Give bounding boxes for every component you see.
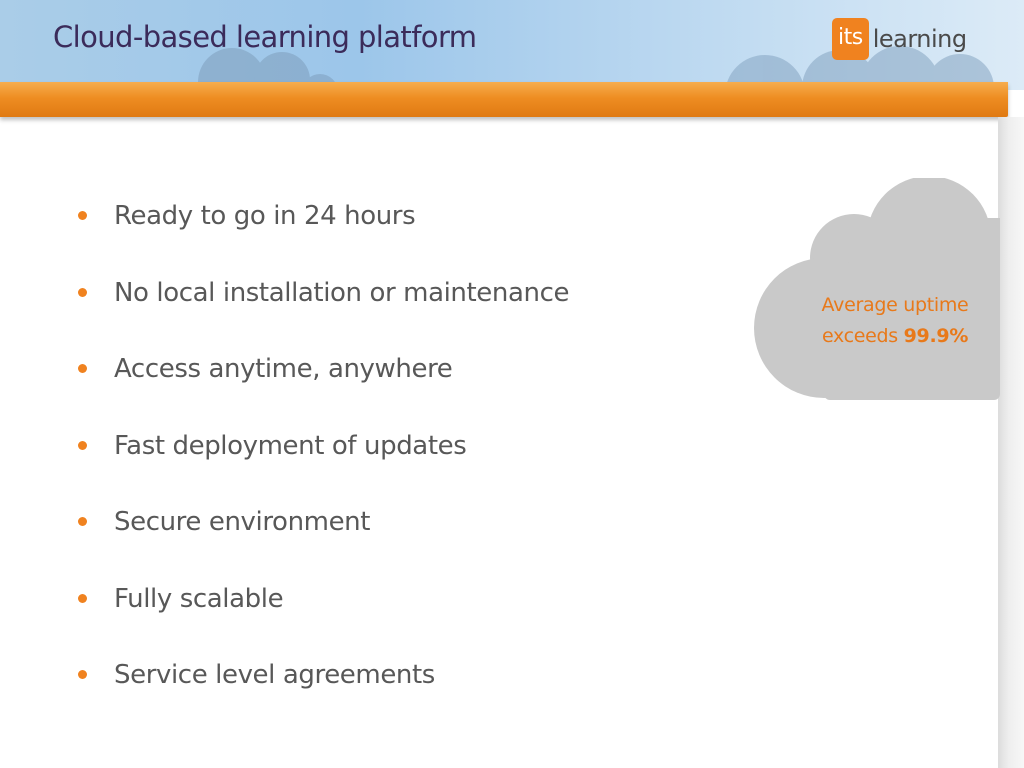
page-title: Cloud-based learning platform: [53, 20, 477, 54]
list-item: No local installation or maintenance: [72, 271, 569, 348]
bullet-icon: [78, 440, 87, 450]
logo-mark: its: [832, 18, 869, 60]
bullet-text: Ready to go in 24 hours: [114, 201, 416, 231]
list-item: Secure environment: [72, 500, 569, 577]
list-item: Fully scalable: [72, 577, 569, 654]
callout-line2: exceeds 99.9%: [800, 321, 990, 352]
logo-wordmark: learning: [872, 25, 967, 53]
bullet-text: Access anytime, anywhere: [114, 354, 453, 384]
list-item: Access anytime, anywhere: [72, 347, 569, 424]
uptime-callout: Average uptime exceeds 99.9%: [800, 290, 990, 352]
bullet-text: Fully scalable: [114, 583, 284, 614]
bullet-text: Fast deployment of updates: [114, 430, 467, 461]
callout-line1: Average uptime: [821, 294, 969, 316]
bullet-icon: [78, 670, 87, 679]
bullet-icon: [78, 287, 87, 297]
bullet-list: Ready to go in 24 hours No local install…: [72, 194, 569, 730]
list-item: Service level agreements: [72, 653, 569, 730]
page-edge-shadow: [998, 117, 1024, 768]
header-accent-bar: [0, 82, 1008, 117]
slide-header: Cloud-based learning platform its learni…: [0, 0, 1024, 90]
bullet-text: No local installation or maintenance: [114, 277, 570, 308]
brand-logo: its learning: [832, 17, 967, 61]
bullet-text: Secure environment: [114, 507, 371, 537]
uptime-value: 99.9%: [903, 325, 969, 347]
cloud-callout-icon: [754, 178, 1000, 400]
header-clouds-decoration: [198, 46, 994, 90]
callout-prefix: exceeds: [821, 325, 904, 347]
bullet-icon: [78, 593, 87, 603]
bullet-icon: [78, 517, 87, 526]
bullet-icon: [78, 211, 87, 220]
bullet-icon: [78, 364, 87, 373]
list-item: Fast deployment of updates: [72, 424, 569, 501]
bullet-text: Service level agreements: [114, 660, 435, 690]
list-item: Ready to go in 24 hours: [72, 194, 569, 271]
